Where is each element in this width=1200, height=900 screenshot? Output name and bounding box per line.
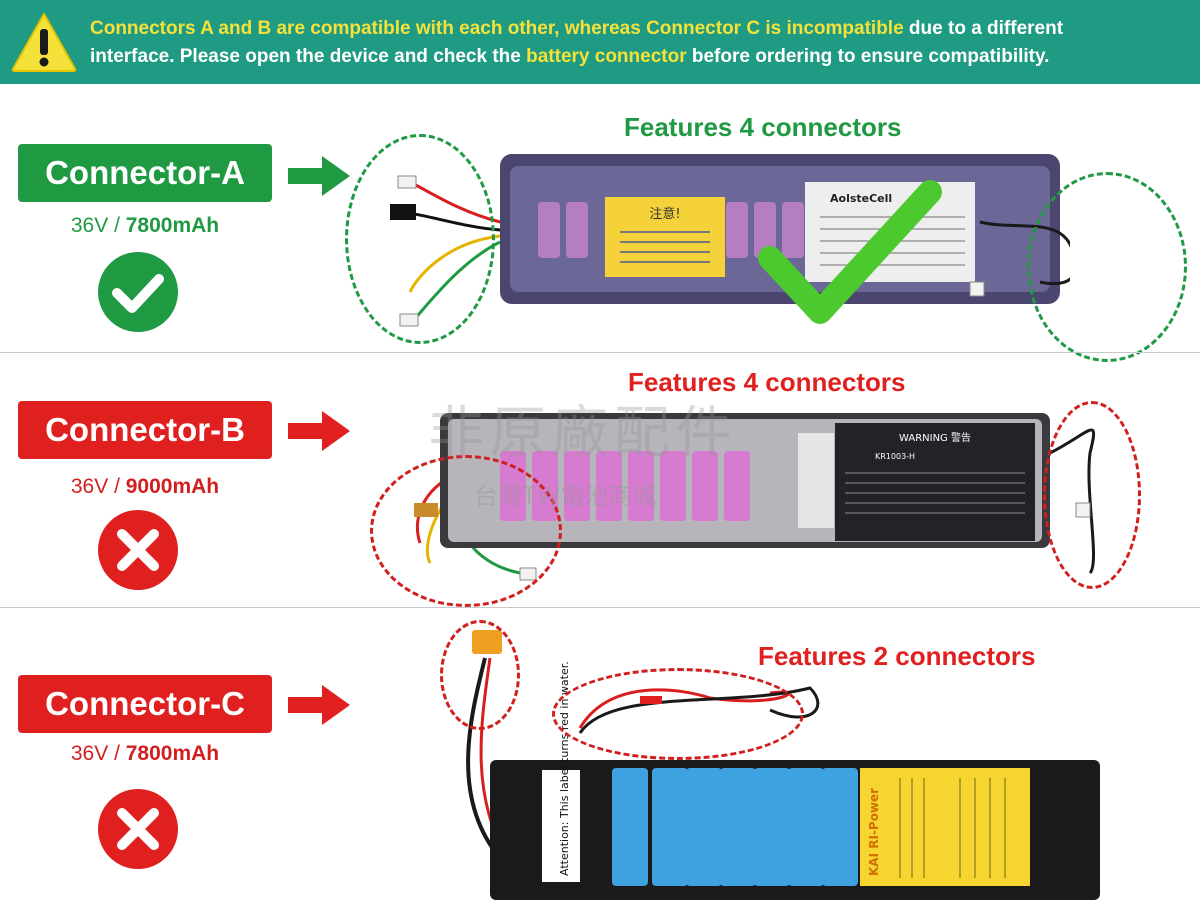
connector-c-center-highlight: [552, 668, 804, 760]
banner-text-2: interface. Please open the device and ch…: [90, 46, 527, 67]
banner-highlight-connector: battery connector: [526, 46, 687, 67]
connector-c-separator: /: [108, 742, 126, 765]
warning-triangle-icon: [11, 13, 77, 72]
banner-highlight-compatibility: Connectors A and B are compatible with e…: [90, 18, 904, 39]
connector-c-capacity: 7800mAh: [125, 742, 220, 765]
connector-b-label: Connector-B: [18, 401, 272, 459]
connector-b-capacity: 9000mAh: [125, 475, 220, 498]
connector-c-label: Connector-C: [18, 675, 272, 733]
banner-message: Connectors A and B are compatible with e…: [90, 15, 1190, 71]
connector-a-features: Features 4 connectors: [624, 112, 902, 142]
connector-a-spec: 36V / 7800mAh: [18, 214, 272, 238]
battery-b-model: KR1003-H: [875, 452, 915, 461]
warning-banner: Connectors A and B are compatible with e…: [0, 0, 1200, 84]
battery-c-brand: KAI RI-Power: [867, 788, 881, 876]
connector-b-section: Connector-B 36V / 9000mAh Features 4 con…: [0, 353, 1200, 607]
x-circle-icon: [98, 789, 178, 869]
connector-b-features: Features 4 connectors: [628, 367, 906, 397]
arrow-right-icon: [288, 411, 350, 451]
battery-b-photo: WARNING 警告 KR1003-H: [414, 413, 1096, 581]
battery-b-warning: WARNING 警告: [899, 431, 971, 444]
arrow-right-icon: [288, 156, 350, 196]
connector-b-spec: 36V / 9000mAh: [18, 475, 272, 499]
arrow-right-icon: [288, 685, 350, 725]
connector-c-left-highlight: [440, 620, 520, 730]
connector-a-left-highlight: [345, 134, 495, 344]
connector-a-label: Connector-A: [18, 144, 272, 202]
connector-b-right-highlight: [1043, 401, 1141, 589]
connector-c-voltage: 36V: [70, 742, 109, 765]
connector-a-capacity: 7800mAh: [125, 214, 220, 237]
connector-a-section: Connector-A 36V / 7800mAh Features 4 con…: [0, 84, 1200, 362]
battery-a-photo: 注意! AolsteCell: [390, 154, 1070, 327]
banner-text-1: due to a different: [903, 18, 1064, 39]
connector-c-features: Features 2 connectors: [758, 641, 1036, 671]
connector-a-right-highlight: [1027, 172, 1187, 362]
battery-a-sticker: 注意!: [649, 206, 680, 222]
battery-c-photo: Attention: This label turns red in water…: [466, 630, 1100, 900]
battery-a-brand: AolsteCell: [830, 192, 892, 205]
connector-a-voltage: 36V: [70, 214, 109, 237]
banner-text-3: before ordering to ensure compatibility.: [686, 46, 1050, 67]
connector-b-separator: /: [108, 475, 126, 498]
watermark-subtitle: 台灣TW電池商城: [474, 482, 657, 510]
connector-b-voltage: 36V: [70, 475, 109, 498]
connector-c-section: Connector-C 36V / 7800mAh Features 2 con…: [0, 608, 1200, 900]
connector-c-spec: 36V / 7800mAh: [18, 742, 272, 766]
check-circle-icon: [98, 252, 178, 332]
x-circle-icon: [98, 510, 178, 590]
watermark-title: 非原廠配件: [428, 401, 738, 466]
divider-2: [0, 607, 1200, 608]
connector-b-left-highlight: [370, 455, 562, 607]
connector-a-separator: /: [108, 214, 126, 237]
divider-1: [0, 352, 1200, 353]
